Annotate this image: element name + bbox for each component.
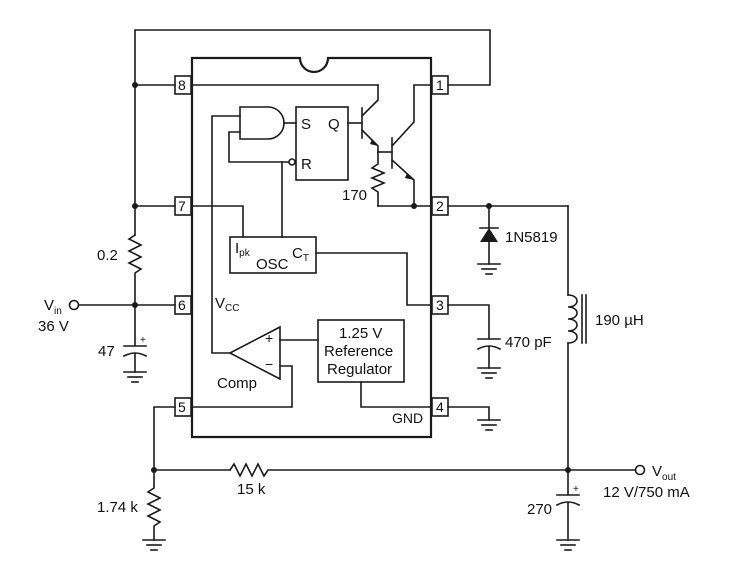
pin-8: 8	[174, 75, 192, 95]
gnd-label: GND	[392, 410, 423, 426]
svg-text:6: 6	[178, 297, 186, 313]
wire-r-to-and	[228, 131, 290, 163]
sr-flipflop	[295, 106, 349, 181]
label-ct: 470 pF	[505, 334, 552, 351]
label-vout-value: 12 V/750 mA	[603, 484, 690, 501]
q1-emitter	[360, 128, 379, 153]
wire-pin5	[153, 406, 176, 471]
wire-pin7-to-osc	[191, 205, 244, 238]
wire-pin3	[447, 304, 490, 339]
ff-q-label: Q	[328, 116, 340, 133]
pin-5: 5	[174, 397, 192, 417]
pin-7: 7	[174, 196, 192, 216]
ground-symbol-ct	[477, 367, 501, 379]
ground-symbol-pin4	[477, 419, 501, 431]
vout-terminal[interactable]	[634, 464, 646, 476]
wire-ref-to-gnd	[360, 381, 432, 408]
wire-pin5-to-comp	[191, 365, 293, 408]
label-rsense: 0.2	[97, 247, 118, 264]
label-15k: 15 k	[237, 481, 266, 498]
wire-pin4	[447, 406, 490, 421]
junction-q2-emitter	[411, 203, 417, 209]
q2-emitter-arrow	[405, 173, 414, 180]
junction-pin8	[132, 82, 138, 88]
label-diode: 1N5819	[505, 229, 558, 246]
ref-line2: Reference	[324, 343, 393, 360]
cap-cin-plus: +	[140, 335, 146, 346]
cap-cout-plate-bottom	[555, 501, 581, 507]
osc-ipk-label: Ipk	[235, 240, 251, 259]
label-inductor: 190 µH	[595, 312, 644, 329]
label-r170: 170	[342, 187, 367, 204]
q2-collector	[390, 84, 432, 148]
q2-emitter	[390, 158, 415, 207]
resistor-170	[369, 151, 387, 207]
diode-1n5819	[480, 228, 498, 242]
ground-symbol-cout	[556, 539, 580, 551]
svg-text:2: 2	[436, 198, 444, 214]
and-gate	[239, 106, 285, 140]
wire-comp-to-and	[211, 115, 241, 354]
comparator	[228, 325, 281, 381]
resistor-rsense	[127, 233, 143, 306]
reset-bubble	[288, 158, 296, 166]
cap-cout-plus: +	[573, 484, 579, 495]
comp-label: Comp	[217, 375, 257, 392]
pin-3: 3	[431, 295, 449, 315]
ground-symbol-diode	[477, 263, 501, 275]
cap-cin-plate-bottom	[122, 352, 148, 358]
oscillator-block	[229, 236, 317, 274]
svg-text:1: 1	[436, 77, 444, 93]
label-cout: 270	[527, 501, 552, 518]
wire-top-loop	[134, 29, 491, 86]
osc-label: OSC	[256, 256, 289, 273]
pin-6: 6	[174, 295, 192, 315]
label-vout: Vout	[652, 463, 676, 483]
ground-symbol-fb	[142, 539, 166, 551]
label-cin: 47	[98, 343, 115, 360]
ff-r-label: R	[301, 156, 312, 173]
label-vin: Vin	[44, 297, 62, 317]
vcc-label: VCC	[215, 295, 239, 314]
pin-2: 2	[431, 196, 449, 216]
comp-plus: +	[265, 330, 273, 346]
svg-text:7: 7	[178, 198, 186, 214]
comp-minus: −	[265, 356, 273, 372]
vin-terminal[interactable]	[68, 299, 80, 311]
q1-collector	[360, 84, 379, 118]
resistor-15k	[228, 462, 569, 478]
wire-osc-to-pin3	[315, 252, 432, 306]
resistor-174k	[146, 469, 162, 541]
osc-ct-label: CT	[292, 245, 309, 264]
pin-4: 4	[431, 397, 449, 417]
svg-text:8: 8	[178, 77, 186, 93]
q1-emitter-arrow	[370, 139, 378, 146]
svg-text:3: 3	[436, 297, 444, 313]
ground-symbol-cin	[123, 371, 147, 383]
junction-pin7	[132, 203, 138, 209]
ff-s-label: S	[301, 116, 311, 133]
inductor-190uh	[567, 294, 578, 344]
ref-line3: Regulator	[327, 361, 392, 378]
svg-text:4: 4	[436, 399, 444, 415]
svg-text:5: 5	[178, 399, 186, 415]
label-174k: 1.74 k	[97, 499, 138, 516]
pin-1: 1	[431, 75, 449, 95]
ref-line1: 1.25 V	[339, 325, 382, 342]
label-vin-value: 36 V	[38, 318, 69, 335]
ic-package	[190, 56, 433, 439]
cap-ct-plate-bottom	[476, 345, 502, 351]
